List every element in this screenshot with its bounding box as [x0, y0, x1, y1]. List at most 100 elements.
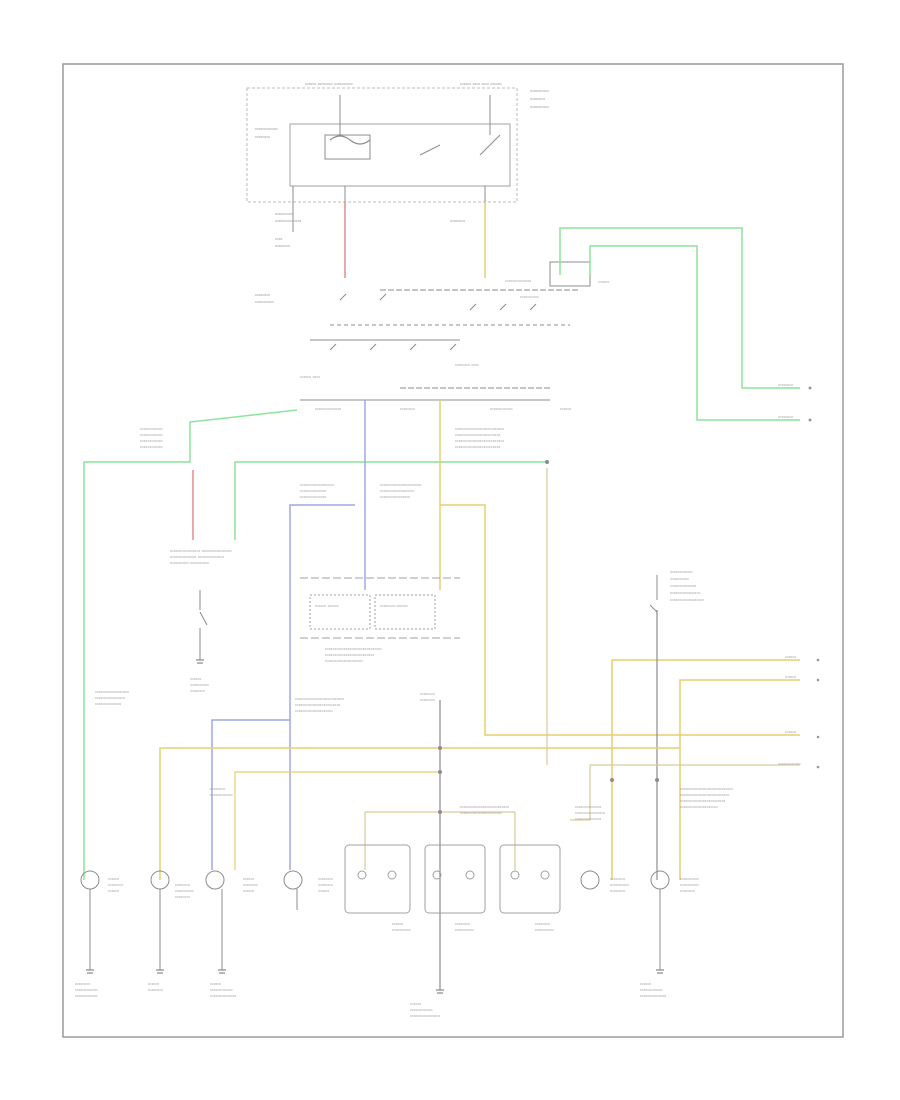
- svg-text:▭▭▭▭▭▭▭▭▭▭▭▭: ▭▭▭▭▭▭▭▭▭▭▭▭: [455, 432, 501, 437]
- svg-text:▭▭▭▭▭▭: ▭▭▭▭▭▭: [255, 126, 278, 131]
- svg-text:▭▭▭▭▭: ▭▭▭▭▭: [275, 211, 294, 216]
- lamp-bulb-icon: [540, 870, 550, 880]
- svg-text:▭▭▭▭▭▭▭▭▭▭▭▭▭: ▭▭▭▭▭▭▭▭▭▭▭▭▭: [460, 804, 509, 809]
- svg-text:▭▭▭▭▭▭▭▭▭▭▭: ▭▭▭▭▭▭▭▭▭▭▭: [380, 482, 422, 487]
- svg-text:▭▭▭▭▭▭▭▭: ▭▭▭▭▭▭▭▭: [575, 810, 605, 815]
- svg-text:▭▭▭▭▭▭▭▭▭▭▭▭▭: ▭▭▭▭▭▭▭▭▭▭▭▭▭: [295, 696, 344, 701]
- svg-text:▭▭▭▭▭: ▭▭▭▭▭: [520, 294, 539, 299]
- connector-icon: [808, 418, 812, 422]
- svg-text:▭▭▭▭▭▭▭▭: ▭▭▭▭▭▭▭▭: [95, 695, 125, 700]
- svg-text:▭▭▭▭▭▭▭: ▭▭▭▭▭▭▭: [275, 218, 302, 223]
- svg-text:▭▭▭▭: ▭▭▭▭: [75, 981, 90, 986]
- switch-icon: [649, 575, 658, 613]
- svg-text:▭▭▭ ▭▭▭: ▭▭▭ ▭▭▭: [315, 603, 339, 608]
- svg-text:▭▭▭▭: ▭▭▭▭: [400, 406, 415, 411]
- svg-text:▭▭▭▭: ▭▭▭▭: [318, 876, 333, 881]
- svg-text:▭▭▭▭: ▭▭▭▭: [108, 882, 123, 887]
- svg-text:▭▭▭: ▭▭▭: [785, 729, 797, 734]
- svg-text:▭▭▭: ▭▭▭: [243, 888, 255, 893]
- control-module-top: [246, 87, 518, 203]
- svg-text:▭▭▭▭▭: ▭▭▭▭▭: [610, 882, 629, 887]
- svg-text:▭▭▭▭▭: ▭▭▭▭▭: [680, 876, 699, 881]
- svg-text:▭▭▭▭▭ ▭▭▭▭▭: ▭▭▭▭▭ ▭▭▭▭▭: [170, 560, 209, 565]
- svg-text:▭▭▭▭▭▭▭▭▭▭▭▭▭▭: ▭▭▭▭▭▭▭▭▭▭▭▭▭▭: [680, 786, 733, 791]
- svg-text:▭▭▭▭: ▭▭▭▭: [778, 414, 793, 419]
- svg-text:▭▭▭▭▭▭▭▭▭▭▭▭▭: ▭▭▭▭▭▭▭▭▭▭▭▭▭: [455, 426, 504, 431]
- svg-text:▭▭▭▭▭▭▭▭▭▭: ▭▭▭▭▭▭▭▭▭▭: [295, 708, 333, 713]
- svg-text:▭▭▭▭▭▭: ▭▭▭▭▭▭: [75, 993, 98, 998]
- svg-text:▭▭▭ ▭▭ ▭▭ ▭▭▭: ▭▭▭ ▭▭ ▭▭ ▭▭▭: [460, 81, 502, 86]
- svg-text:▭▭▭: ▭▭▭: [210, 981, 222, 986]
- svg-text:▭▭▭▭: ▭▭▭▭: [420, 691, 435, 696]
- svg-text:▭▭▭▭: ▭▭▭▭: [530, 96, 545, 101]
- svg-text:▭▭▭▭▭▭▭: ▭▭▭▭▭▭▭: [575, 816, 602, 821]
- svg-text:▭▭▭: ▭▭▭: [148, 981, 160, 986]
- wire-blue-left: [289, 504, 355, 870]
- svg-text:▭▭▭▭▭▭: ▭▭▭▭▭▭: [140, 444, 163, 449]
- svg-text:▭▭▭▭: ▭▭▭▭: [450, 218, 465, 223]
- svg-text:▭▭▭▭▭▭▭▭▭▭▭▭▭: ▭▭▭▭▭▭▭▭▭▭▭▭▭: [455, 438, 504, 443]
- svg-text:▭▭▭▭▭▭▭ ▭▭▭▭▭▭▭: ▭▭▭▭▭▭▭ ▭▭▭▭▭▭▭: [170, 554, 224, 559]
- svg-text:▭▭▭▭: ▭▭▭▭: [148, 987, 163, 992]
- wire-tan-right-feed-3: [570, 764, 800, 821]
- svg-text:▭▭▭▭▭▭▭▭▭▭▭: ▭▭▭▭▭▭▭▭▭▭▭: [460, 810, 502, 815]
- svg-text:▭▭▭ ▭▭▭▭ ▭▭▭▭▭: ▭▭▭ ▭▭▭▭ ▭▭▭▭▭: [305, 81, 353, 86]
- wire-green-left: [83, 409, 298, 880]
- svg-text:▭▭▭▭▭▭: ▭▭▭▭▭▭: [490, 406, 513, 411]
- wire-yellow-left-feed: [159, 747, 680, 880]
- lamp-bulb-icon: [465, 870, 475, 880]
- svg-text:▭▭▭: ▭▭▭: [560, 406, 572, 411]
- svg-text:▭▭▭▭▭▭▭▭▭▭▭▭: ▭▭▭▭▭▭▭▭▭▭▭▭: [455, 444, 501, 449]
- wire-blue-left-2: [211, 719, 290, 870]
- svg-text:▭▭▭▭: ▭▭▭▭: [610, 888, 625, 893]
- svg-text:▭▭▭▭▭▭▭▭▭▭: ▭▭▭▭▭▭▭▭▭▭: [680, 804, 718, 809]
- svg-text:▭▭▭▭▭▭: ▭▭▭▭▭▭: [140, 432, 163, 437]
- svg-text:▭▭▭▭▭▭: ▭▭▭▭▭▭: [140, 426, 163, 431]
- svg-text:▭▭▭▭▭▭▭▭▭▭▭▭: ▭▭▭▭▭▭▭▭▭▭▭▭: [680, 798, 726, 803]
- svg-text:▭▭▭▭: ▭▭▭▭: [420, 697, 435, 702]
- wire-green-right-2: [589, 245, 800, 421]
- svg-text:▭▭▭▭▭: ▭▭▭▭▭: [455, 927, 474, 932]
- svg-text:▭▭▭: ▭▭▭: [243, 876, 255, 881]
- svg-text:▭▭▭▭▭▭▭: ▭▭▭▭▭▭▭: [315, 406, 342, 411]
- svg-text:▭▭▭▭: ▭▭▭▭: [255, 292, 270, 297]
- svg-text:▭▭▭▭▭▭: ▭▭▭▭▭▭: [778, 761, 801, 766]
- svg-text:▭▭▭▭: ▭▭▭▭: [255, 134, 270, 139]
- connector-icon: [808, 386, 812, 390]
- svg-text:▭▭▭▭▭▭▭▭: ▭▭▭▭▭▭▭▭: [670, 590, 700, 595]
- svg-text:▭▭▭▭▭▭▭▭▭: ▭▭▭▭▭▭▭▭▭: [670, 597, 704, 602]
- svg-text:▭▭▭▭: ▭▭▭▭: [318, 882, 333, 887]
- svg-text:▭▭▭: ▭▭▭: [392, 921, 404, 926]
- svg-text:▭▭▭▭▭▭▭▭ ▭▭▭▭▭▭▭▭: ▭▭▭▭▭▭▭▭ ▭▭▭▭▭▭▭▭: [170, 548, 232, 553]
- svg-text:▭▭▭▭: ▭▭▭▭: [243, 882, 258, 887]
- svg-text:▭▭▭▭▭▭: ▭▭▭▭▭▭: [670, 569, 693, 574]
- lamp-row-left: [80, 870, 303, 970]
- svg-text:▭▭▭▭▭▭▭▭: ▭▭▭▭▭▭▭▭: [410, 1013, 440, 1018]
- svg-text:▭▭▭▭▭▭: ▭▭▭▭▭▭: [210, 792, 233, 797]
- svg-text:▭▭▭▭: ▭▭▭▭: [778, 382, 793, 387]
- svg-text:▭▭▭▭▭▭: ▭▭▭▭▭▭: [640, 987, 663, 992]
- lamp-row-center: [344, 844, 561, 914]
- svg-text:▭▭▭▭▭▭: ▭▭▭▭▭▭: [410, 1007, 433, 1012]
- svg-text:▭▭▭▭▭▭▭▭▭▭▭▭▭: ▭▭▭▭▭▭▭▭▭▭▭▭▭: [680, 792, 729, 797]
- svg-text:▭▭▭▭▭▭▭: ▭▭▭▭▭▭▭: [640, 993, 667, 998]
- svg-text:▭▭▭: ▭▭▭: [785, 674, 797, 679]
- svg-text:▭▭▭▭▭: ▭▭▭▭▭: [175, 888, 194, 893]
- svg-text:▭▭▭▭▭: ▭▭▭▭▭: [535, 927, 554, 932]
- svg-text:▭▭▭▭▭▭▭▭▭▭▭▭▭▭▭: ▭▭▭▭▭▭▭▭▭▭▭▭▭▭▭: [325, 646, 382, 651]
- diagram-frame: [62, 63, 844, 1038]
- lamp-bulb-icon: [432, 870, 442, 880]
- lamp-bulb-icon: [387, 870, 397, 880]
- svg-text:▭▭▭▭▭▭▭: ▭▭▭▭▭▭▭: [210, 993, 237, 998]
- svg-text:▭▭▭▭▭▭▭: ▭▭▭▭▭▭▭: [575, 804, 602, 809]
- svg-text:▭▭▭▭▭▭: ▭▭▭▭▭▭: [75, 987, 98, 992]
- svg-text:▭▭▭▭▭▭▭: ▭▭▭▭▭▭▭: [505, 278, 532, 283]
- svg-text:▭▭▭▭▭▭▭: ▭▭▭▭▭▭▭: [95, 701, 122, 706]
- lamp-bulb-icon: [510, 870, 520, 880]
- svg-text:▭▭▭: ▭▭▭: [640, 981, 652, 986]
- svg-text:▭▭▭▭▭▭▭▭: ▭▭▭▭▭▭▭▭: [380, 494, 410, 499]
- svg-text:▭▭▭▭▭▭▭▭▭▭▭▭: ▭▭▭▭▭▭▭▭▭▭▭▭: [295, 702, 341, 707]
- svg-text:▭▭▭▭▭▭▭: ▭▭▭▭▭▭▭: [300, 488, 327, 493]
- svg-text:▭▭▭▭: ▭▭▭▭: [680, 888, 695, 893]
